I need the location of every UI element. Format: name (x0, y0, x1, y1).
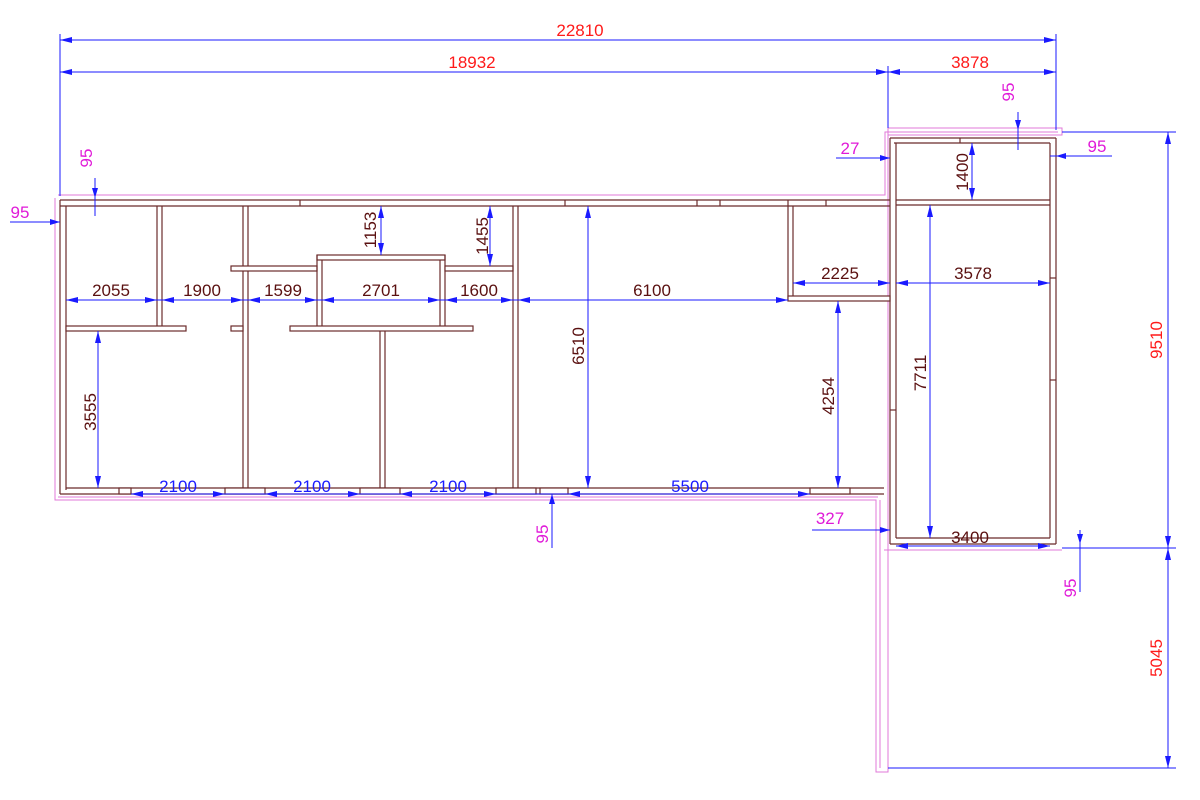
dim-inset-offset: 327 (816, 509, 844, 528)
dim-top-mid-height: 1153 (361, 212, 380, 249)
opening-dimensions: 2100 2100 2100 5500 (131, 477, 810, 497)
walls (59, 137, 1057, 545)
dim-opening-1: 2100 (159, 477, 197, 496)
room-width-dimensions: 2055 1900 1599 2701 1600 6100 2225 3578 (66, 264, 1050, 303)
dim-room-3-width: 1599 (264, 281, 302, 300)
dim-right-width: 3878 (951, 53, 989, 72)
dim-bottom-thickness: 95 (533, 525, 552, 544)
dim-opening-4: 5500 (671, 477, 709, 496)
dim-main-width: 18932 (448, 53, 495, 72)
dim-lower-height: 5045 (1147, 639, 1166, 677)
dim-right-room-height: 4254 (819, 377, 838, 415)
dim-opening-2: 2100 (293, 477, 331, 496)
dim-right-height: 9510 (1147, 321, 1166, 359)
dim-top-left-thickness: 95 (77, 149, 96, 168)
outer-outline (54, 127, 1063, 773)
dim-step-offset: 27 (841, 139, 860, 158)
dim-room-7-width: 2225 (821, 264, 859, 283)
dim-right-tall-height: 7711 (911, 355, 930, 392)
dim-room-5-width: 1600 (460, 281, 498, 300)
room-height-dimensions: 3555 1153 1455 6510 4254 7711 1400 3400 (81, 143, 1050, 549)
dim-main-room-height: 6510 (569, 327, 588, 365)
dim-room-8-width: 3578 (954, 264, 992, 283)
dim-room-4-width: 2701 (362, 281, 400, 300)
dim-bottom-right-thickness: 95 (1061, 579, 1080, 598)
dim-top-right-height: 1400 (953, 153, 972, 191)
dim-top-mid2-height: 1455 (473, 217, 492, 255)
dim-opening-3: 2100 (429, 477, 467, 496)
dim-bottom-right-width: 3400 (951, 528, 989, 547)
overall-dimensions-right: 9510 5045 (888, 131, 1176, 769)
wall-thickness-dimensions: 95 95 95 95 95 95 27 327 (10, 83, 1112, 598)
dim-room-6-width: 6100 (633, 281, 671, 300)
dim-left-thickness: 95 (11, 203, 30, 222)
dim-top-right-thickness: 95 (999, 83, 1018, 102)
dim-room-2-width: 1900 (183, 281, 221, 300)
dim-room-1-width: 2055 (92, 281, 130, 300)
dim-right-thickness: 95 (1088, 137, 1107, 156)
dim-left-room-height: 3555 (81, 393, 100, 431)
overall-dimensions-top: 22810 18932 3878 (59, 21, 1057, 196)
dim-total-width: 22810 (556, 21, 603, 40)
